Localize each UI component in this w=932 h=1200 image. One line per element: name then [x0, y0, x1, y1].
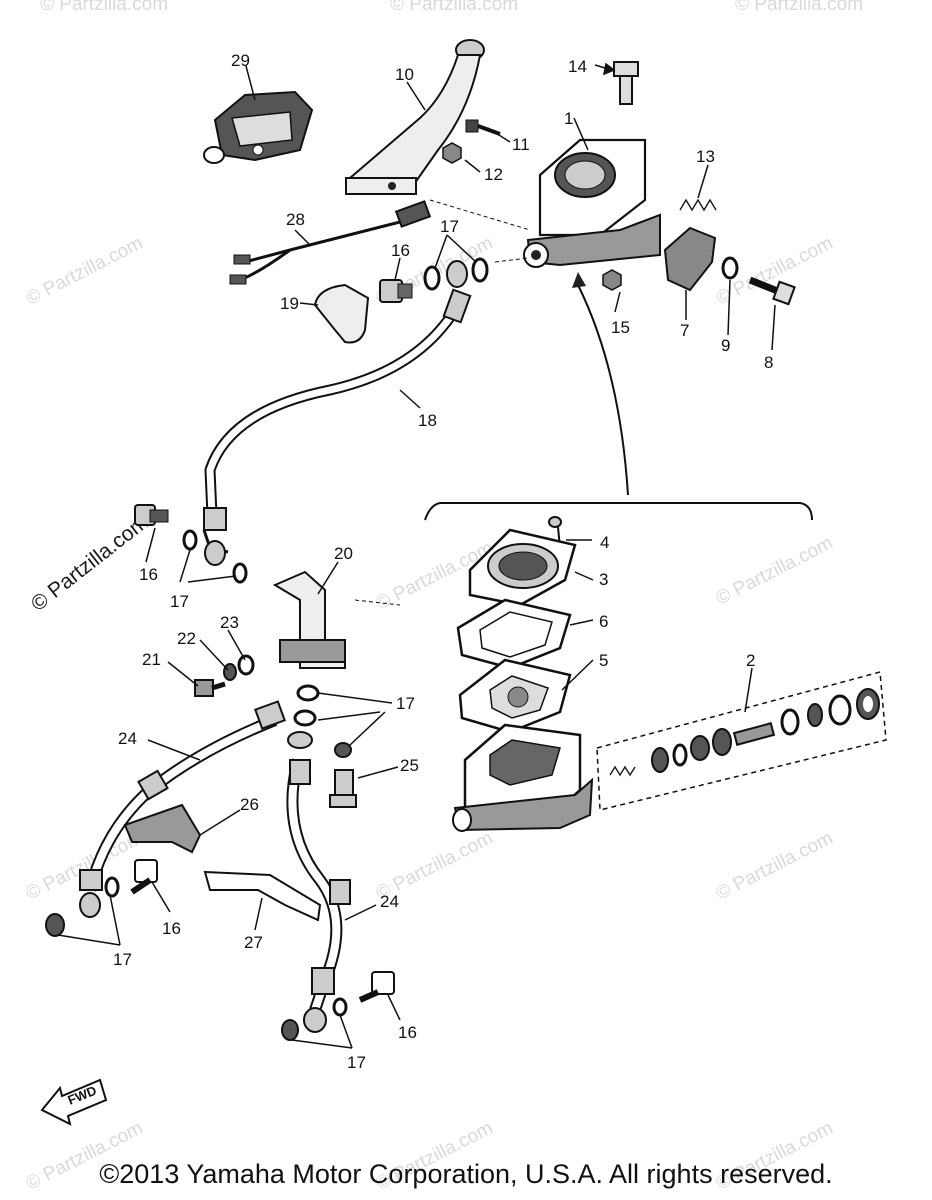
- callout-18: 18: [418, 411, 437, 430]
- callout-8: 8: [764, 353, 773, 372]
- callout-19: 19: [280, 294, 299, 313]
- part-5-diaphragm: [458, 658, 572, 734]
- part-1-master-cylinder-body: [452, 723, 594, 832]
- callout-12: 12: [484, 165, 503, 184]
- part-15-nut: [602, 269, 622, 291]
- callout-28: 28: [286, 210, 305, 229]
- callout-17: 17: [347, 1053, 366, 1072]
- part-17-washer: [182, 529, 198, 551]
- part-13-spring: [679, 198, 717, 212]
- callout-10: 10: [395, 65, 414, 84]
- watermark: © Partzilla.com: [713, 828, 837, 905]
- part-25-bolt: [329, 769, 357, 808]
- callouts: 29 10 14 1 11 12 13 28 17 16 19 15 7 9 8…: [113, 51, 773, 1072]
- callout-21: 21: [142, 650, 161, 669]
- part-24-brake-hose: [281, 758, 351, 1041]
- callout-17: 17: [113, 950, 132, 969]
- callout-26: 26: [240, 795, 259, 814]
- leader-lines: [57, 62, 776, 1049]
- part-21-bolt: [194, 679, 226, 697]
- callout-29: 29: [231, 51, 250, 70]
- callout-16: 16: [391, 241, 410, 260]
- callout-15: 15: [611, 318, 630, 337]
- part-17-washer: [423, 265, 441, 291]
- part-11-bolt: [465, 119, 501, 136]
- callout-22: 22: [177, 629, 196, 648]
- part-16-banjo-bolt: [379, 279, 413, 303]
- fwd-arrow-icon: FWD: [40, 1078, 108, 1126]
- callout-20: 20: [334, 544, 353, 563]
- watermark: © Partzilla.com: [23, 828, 147, 905]
- callout-14: 14: [568, 57, 587, 76]
- part-8-bolt: [748, 276, 796, 306]
- part-28-brake-switch: [229, 200, 432, 285]
- part-22-washer: [223, 663, 237, 681]
- part-16-banjo-bolt: [130, 859, 158, 895]
- part-16-banjo-bolt: [134, 504, 169, 526]
- part-14-bolt: [613, 61, 639, 105]
- callout-25: 25: [400, 756, 419, 775]
- part-2-piston-kit: [596, 671, 887, 811]
- watermark: © Partzilla.com: [713, 533, 837, 610]
- callout-1: 1: [564, 109, 573, 128]
- part-17-washer: [471, 257, 489, 283]
- callout-6: 6: [599, 612, 608, 631]
- callout-4: 4: [600, 533, 609, 552]
- callout-24: 24: [380, 892, 399, 911]
- part-29-switch-housing: [203, 90, 314, 164]
- watermarks: © Partzilla.com © Partzilla.com © Partzi…: [23, 0, 863, 1194]
- callout-16: 16: [398, 1023, 417, 1042]
- part-24-brake-hose: [45, 700, 286, 937]
- callout-17: 17: [396, 694, 415, 713]
- part-16-banjo-bolt: [358, 971, 395, 1003]
- part-20-joint: [272, 570, 346, 669]
- watermark-dark: © Partzilla.com: [27, 511, 153, 616]
- callout-16: 16: [139, 565, 158, 584]
- watermark: © Partzilla.com: [23, 233, 147, 310]
- part-6-diaphragm-plate: [456, 598, 572, 670]
- exploded-view-arrow: [424, 272, 813, 521]
- callout-23: 23: [220, 613, 239, 632]
- part-7-clamp: [663, 226, 717, 292]
- callout-13: 13: [696, 147, 715, 166]
- part-9-washer: [721, 256, 739, 280]
- part-3-reservoir-cap: [468, 528, 577, 607]
- callout-17: 17: [440, 217, 459, 236]
- callout-17: 17: [170, 592, 189, 611]
- watermark: © Partzilla.com: [390, 0, 518, 15]
- callout-11: 11: [512, 135, 530, 154]
- callout-16: 16: [162, 919, 181, 938]
- copyright-notice: ©2013 Yamaha Motor Corporation, U.S.A. A…: [99, 1159, 833, 1189]
- part-19-boot: [313, 283, 370, 344]
- callout-5: 5: [599, 651, 608, 670]
- part-12-nut: [442, 142, 462, 164]
- watermark: © Partzilla.com: [735, 0, 863, 15]
- part-27-bracket: [203, 870, 322, 922]
- part-23-washer: [237, 654, 255, 676]
- callout-7: 7: [680, 321, 689, 340]
- callout-24: 24: [118, 729, 137, 748]
- callout-3: 3: [599, 570, 608, 589]
- callout-2: 2: [746, 651, 755, 670]
- watermark: © Partzilla.com: [40, 0, 168, 15]
- part-10-brake-lever: [345, 39, 485, 196]
- callout-9: 9: [721, 336, 730, 355]
- part-17-washer: [232, 562, 248, 584]
- part-26-bracket: [123, 803, 202, 854]
- part-1-master-cylinder: [523, 138, 661, 268]
- callout-27: 27: [244, 933, 263, 952]
